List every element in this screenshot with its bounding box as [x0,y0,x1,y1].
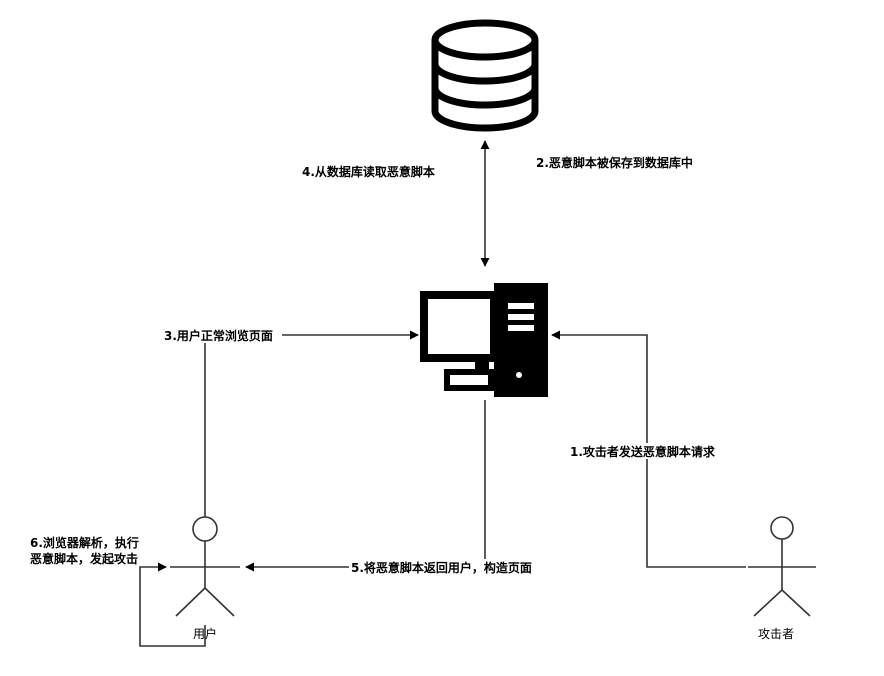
computer-icon [420,283,548,397]
user-actor-icon [170,516,240,617]
step3-label: 3.用户正常浏览页面 [164,328,273,343]
step1-label: 1.攻击者发送恶意脚本请求 [570,444,716,459]
database-icon [431,19,539,132]
step2-label: 2.恶意脚本被保存到数据库中 [536,155,693,170]
server-to-user-connector [245,400,486,572]
step4-label: 4.从数据库读取恶意脚本 [302,164,435,179]
step5-label: 5.将恶意脚本返回用户，构造页面 [351,560,532,575]
attacker-actor-icon [748,516,816,617]
step6-label-line2: 恶意脚本，发起攻击 [30,551,138,566]
browser-loop-connector [139,562,206,647]
user-to-server-connector [204,330,419,517]
user-label: 用户 [193,626,217,641]
attacker-label: 攻击者 [758,627,794,641]
step6-label-line1: 6.浏览器解析，执行 [30,535,139,550]
